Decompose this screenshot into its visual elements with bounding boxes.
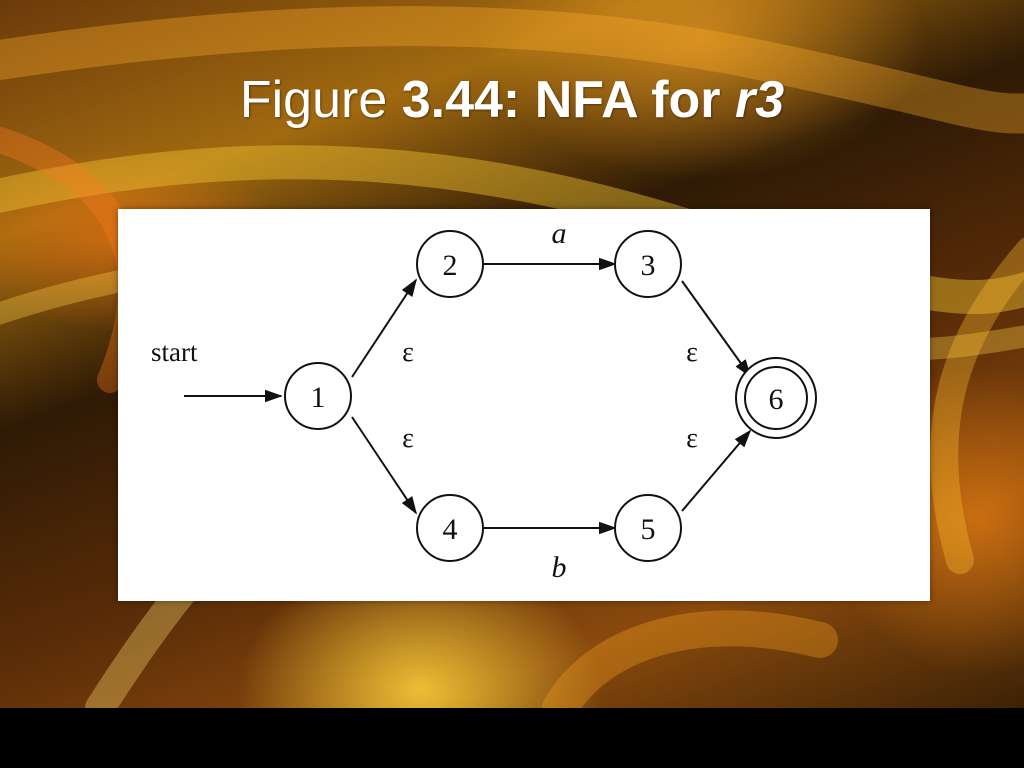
state-2-label: 2 <box>443 249 458 282</box>
edge-label-3-6: ε <box>686 337 698 368</box>
edge-1-2 <box>351 278 417 378</box>
state-1-label: 1 <box>311 381 326 414</box>
bottom-black-bar <box>0 708 1024 768</box>
title-regex: r3 <box>734 71 785 129</box>
state-3-label: 3 <box>641 249 656 282</box>
state-2: 2 <box>416 230 484 298</box>
edge-label-4-5: b <box>552 551 567 584</box>
state-4-label: 4 <box>443 513 458 546</box>
start-label: start <box>151 337 198 367</box>
title-word: Figure <box>239 71 388 129</box>
state-5: 5 <box>614 494 682 562</box>
state-5-label: 5 <box>641 513 656 546</box>
state-4: 4 <box>416 494 484 562</box>
edge-label-5-6: ε <box>686 423 698 454</box>
slide-title: Figure 3.44: NFA for r3 <box>0 70 1024 130</box>
edge-label-1-4: ε <box>402 423 414 454</box>
state-1: 1 <box>284 362 352 430</box>
state-6-accepting: 6 <box>735 357 817 439</box>
nfa-diagram: start ε ε a b ε ε 1 2 <box>151 217 817 584</box>
edge-label-1-2: ε <box>402 337 414 368</box>
edge-label-2-3: a <box>552 217 567 250</box>
slide-background: Figure 3.44: NFA for r3 start ε ε a <box>0 0 1024 708</box>
state-3: 3 <box>614 230 682 298</box>
edge-3-6 <box>681 280 752 378</box>
edge-1-4 <box>351 416 417 515</box>
figure-panel: start ε ε a b ε ε 1 2 <box>118 209 930 601</box>
state-6-label: 6 <box>769 383 784 416</box>
edge-5-6 <box>681 429 752 512</box>
title-number: 3.44: NFA for <box>401 71 721 129</box>
